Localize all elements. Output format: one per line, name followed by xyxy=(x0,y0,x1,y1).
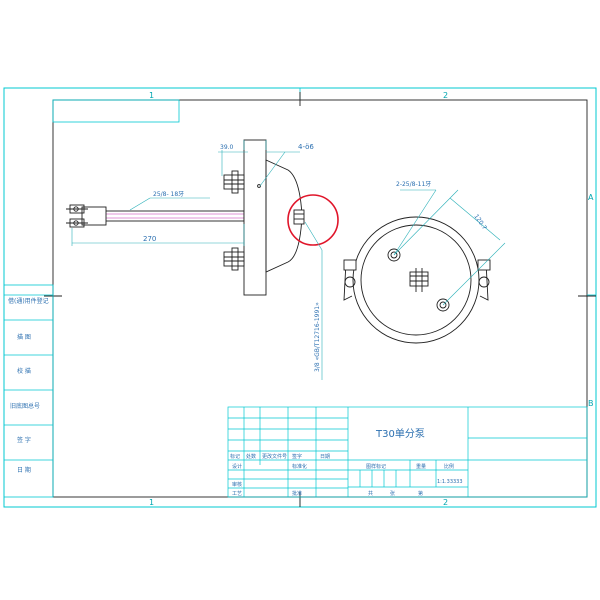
bolt-top xyxy=(223,174,245,190)
dim-length-270: 270 xyxy=(143,235,156,243)
zone-label-a: A xyxy=(588,193,594,202)
zone-label-b: B xyxy=(588,399,594,408)
zone-label-top-2: 2 xyxy=(443,91,448,100)
mounting-plate xyxy=(243,139,267,296)
tb-label-tuyang: 图样标记 xyxy=(366,463,386,470)
push-rod xyxy=(103,210,245,222)
tb-label-riqi: 日期 xyxy=(320,454,330,460)
side-view xyxy=(66,139,305,296)
tb-label-biaoji: 标记 xyxy=(230,453,240,460)
bolt-bottom xyxy=(223,251,245,267)
side-stamp-0: 借(通)用件登记 xyxy=(8,297,49,305)
dim-lines-end xyxy=(393,189,506,306)
tb-label-gong: 共 xyxy=(368,490,373,497)
dim-port-callout: 3/8 «GB/T12716-1991» xyxy=(314,302,321,372)
center-port xyxy=(409,271,429,287)
tb-label-gongyi: 工艺 xyxy=(232,491,242,497)
tb-label-zhongliang: 重量 xyxy=(416,463,426,470)
zone-label-top-1: 1 xyxy=(149,91,154,100)
stud-hole-top xyxy=(387,248,401,262)
side-stamp-2: 校 描 xyxy=(17,367,31,375)
end-view xyxy=(343,216,491,344)
side-stamp-column xyxy=(3,284,54,498)
tb-label-pizhun: 批准 xyxy=(292,490,302,497)
tb-label-bili: 比例 xyxy=(444,463,454,470)
tb-label-shenhe: 审核 xyxy=(232,481,242,488)
tb-label-chushu: 处数 xyxy=(246,453,256,460)
side-stamp-5: 日 期 xyxy=(17,466,31,474)
clamp-ring-inner xyxy=(360,224,472,336)
dim-holes-4: 4-ö6 xyxy=(298,143,314,151)
dim-bolt-thread: 2-25/8-11牙 xyxy=(396,181,431,188)
zone-label-bottom-1: 1 xyxy=(149,498,154,507)
side-stamp-3: 旧底图总号 xyxy=(10,402,40,410)
side-stamp-4: 签 字 xyxy=(17,436,31,444)
title-block xyxy=(227,406,588,498)
tb-label-gengai: 更改文件号 xyxy=(262,453,287,460)
highlight-circle xyxy=(287,194,339,246)
dim-width-39: 39.0 xyxy=(220,144,234,151)
projection-box xyxy=(52,99,180,123)
tb-label-sheji: 设计 xyxy=(232,463,242,470)
dim-center-distance: 120.7 xyxy=(472,213,488,231)
dim-lines-side xyxy=(71,140,323,380)
tb-label-di: 第 xyxy=(418,490,423,497)
tb-scale: 1:1.33333 xyxy=(437,479,463,485)
tb-label-biaozhunhua: 标准化 xyxy=(292,463,307,470)
tb-label-qianzi: 签字 xyxy=(292,453,302,460)
tb-label-zhang: 张 xyxy=(390,490,395,497)
inner-frame xyxy=(52,99,588,498)
clevis xyxy=(81,206,107,226)
zone-label-bottom-2: 2 xyxy=(443,498,448,507)
center-marks xyxy=(44,92,596,507)
side-stamp-1: 描 图 xyxy=(17,333,31,341)
drawing-title: T30单分泵 xyxy=(375,428,425,440)
dim-thread-rod: 25/8- 18牙 xyxy=(153,191,184,198)
stud-hole-bottom xyxy=(436,298,450,312)
port-fitting xyxy=(293,209,305,225)
